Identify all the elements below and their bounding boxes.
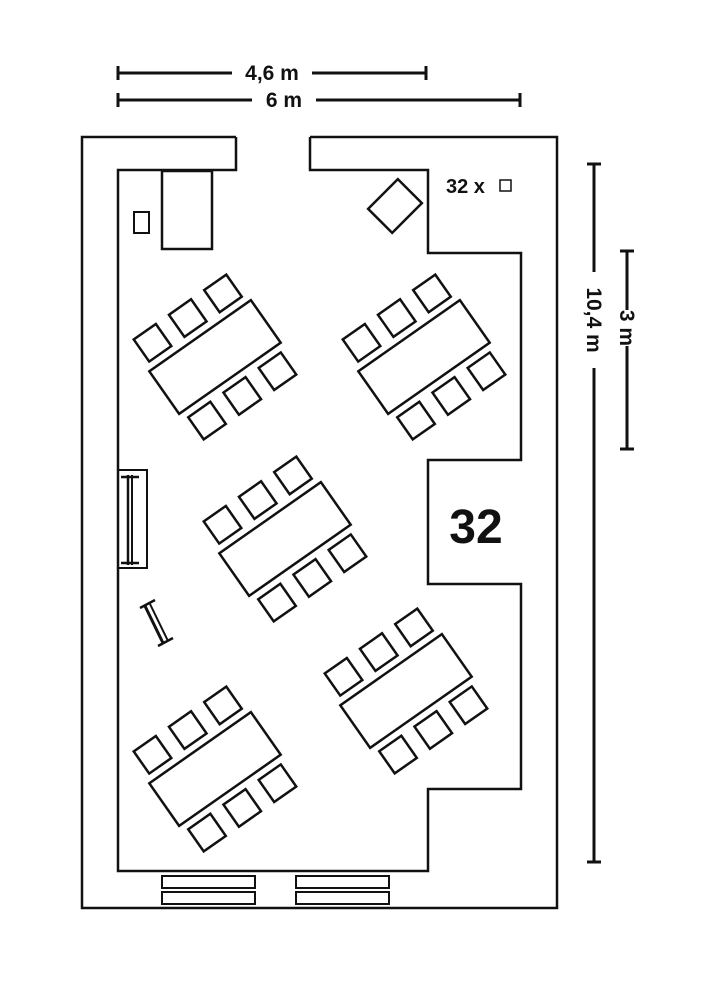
table-group <box>131 272 299 442</box>
teacher-chair <box>133 211 150 234</box>
chair <box>256 350 299 392</box>
chair <box>465 350 508 392</box>
table-groups <box>131 272 508 854</box>
desk <box>217 480 353 598</box>
chair <box>411 272 453 314</box>
chair <box>430 375 472 417</box>
teacher-desk <box>160 169 214 251</box>
chair <box>358 631 400 673</box>
whiteboard <box>117 469 148 569</box>
chair <box>201 504 244 546</box>
chair <box>412 709 454 751</box>
chair <box>221 375 263 417</box>
chair <box>326 532 369 574</box>
seat-count-note: 32 x <box>446 176 485 198</box>
chair <box>256 582 298 624</box>
chair <box>291 557 333 599</box>
chair <box>186 400 228 442</box>
chair <box>202 684 244 726</box>
table-group <box>322 606 490 776</box>
chair <box>167 709 209 751</box>
chair <box>393 606 435 648</box>
window-right <box>295 875 390 905</box>
chair-square-icon <box>499 179 512 192</box>
capacity-total: 32 <box>449 501 502 554</box>
chair <box>131 322 174 364</box>
chair <box>131 734 174 776</box>
chair <box>202 272 244 314</box>
dimension-alcove-length <box>620 249 634 451</box>
dimension-total-width-label: 6 m <box>266 89 302 112</box>
table-group <box>340 272 508 442</box>
dimension-partial-width-label: 4,6 m <box>245 62 299 85</box>
projector-stand <box>139 598 174 648</box>
window-left <box>161 875 256 905</box>
dimension-alcove-length-label: 3 m <box>615 310 638 346</box>
chair <box>221 787 263 829</box>
dimension-total-length-label: 10,4 m <box>582 287 605 352</box>
chair <box>377 734 419 776</box>
side-table <box>366 177 424 235</box>
chair <box>376 297 418 339</box>
chair <box>322 656 365 698</box>
desk <box>356 298 492 416</box>
chair <box>167 297 209 339</box>
chair <box>340 322 383 364</box>
dimension-total-length <box>587 162 601 864</box>
chair <box>256 762 299 804</box>
dimension-partial-width <box>116 66 428 80</box>
desk <box>147 298 283 416</box>
table-group <box>131 684 299 854</box>
chair <box>447 684 490 726</box>
table-group <box>201 454 369 624</box>
chair <box>186 812 228 854</box>
dimension-total-width <box>116 93 522 107</box>
chair <box>272 454 314 496</box>
desk <box>338 632 474 750</box>
desk <box>147 710 283 828</box>
chair <box>237 479 279 521</box>
chair <box>395 400 437 442</box>
